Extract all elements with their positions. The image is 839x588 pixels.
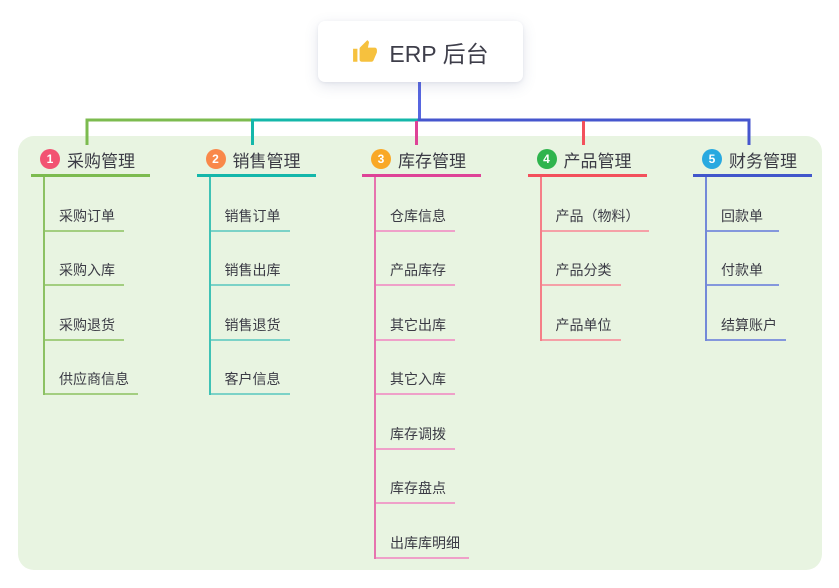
- branch-item[interactable]: 结算账户: [707, 286, 786, 341]
- branch-header[interactable]: 3 库存管理: [362, 144, 481, 177]
- branch-item[interactable]: 销售出库: [210, 232, 290, 286]
- branch-number-badge: 4: [536, 149, 557, 169]
- branch-item[interactable]: 其它出库: [376, 286, 455, 341]
- branch-item-label: 产品库存: [390, 262, 446, 279]
- branch-item[interactable]: 产品库存: [376, 232, 455, 286]
- branch-item[interactable]: 销售订单: [210, 177, 290, 232]
- branch-item-label: 供应商信息: [59, 371, 129, 388]
- branch-item[interactable]: 产品单位: [541, 286, 621, 341]
- root-node[interactable]: ERP 后台: [318, 21, 523, 82]
- branch-item[interactable]: 仓库信息: [376, 177, 455, 232]
- branch-label: 销售管理: [232, 151, 301, 171]
- branch-item-label: 其它出库: [390, 316, 446, 333]
- branch-item-list: 销售订单销售出库销售退货客户信息: [208, 177, 316, 395]
- branch-item-label: 库存盘点: [390, 480, 446, 497]
- branch-item[interactable]: 客户信息: [210, 341, 290, 395]
- branch-item-label: 产品单位: [555, 316, 612, 333]
- branch-item-label: 采购入库: [59, 262, 115, 279]
- branch-5: 5 财务管理回款单付款单结算账户: [693, 144, 812, 341]
- branch-item-label: 销售出库: [224, 262, 281, 279]
- branch-item-list: 采购订单采购入库采购退货供应商信息: [43, 177, 150, 395]
- branch-item-label: 出库库明细: [390, 534, 460, 551]
- branch-item[interactable]: 采购入库: [45, 232, 124, 286]
- branch-item[interactable]: 其它入库: [376, 341, 455, 395]
- branch-header[interactable]: 1 采购管理: [31, 144, 150, 177]
- branch-item[interactable]: 销售退货: [210, 286, 290, 341]
- branch-label: 产品管理: [563, 151, 632, 171]
- panel-background: [18, 136, 822, 570]
- branch-item-label: 产品分类: [555, 262, 612, 279]
- branch-item-label: 仓库信息: [390, 207, 446, 224]
- branch-header[interactable]: 5 财务管理: [693, 144, 812, 177]
- branch-3: 3 库存管理仓库信息产品库存其它出库其它入库库存调拨库存盘点出库库明细: [362, 144, 481, 559]
- thumbs-up-icon: [352, 39, 378, 65]
- branch-1: 1 采购管理采购订单采购入库采购退货供应商信息: [31, 144, 150, 395]
- branch-item-list: 仓库信息产品库存其它出库其它入库库存调拨库存盘点出库库明细: [374, 177, 481, 559]
- branch-item-label: 回款单: [721, 207, 763, 224]
- branch-item-label: 销售订单: [224, 207, 281, 224]
- branch-item-label: 结算账户: [721, 316, 777, 333]
- branch-header[interactable]: 4 产品管理: [527, 144, 647, 177]
- branch-label: 财务管理: [729, 151, 797, 171]
- branch-number-badge: 1: [40, 149, 60, 169]
- branch-label: 库存管理: [398, 151, 466, 171]
- branch-4: 4 产品管理产品（物料） 产品分类产品单位: [527, 144, 649, 341]
- branch-item-label: 产品（物料）: [555, 207, 640, 224]
- branch-label: 采购管理: [67, 151, 135, 171]
- branch-item-label: 其它入库: [390, 371, 446, 388]
- branch-item[interactable]: 采购退货: [45, 286, 124, 341]
- branch-item-label: 销售退货: [224, 316, 281, 333]
- branch-item-list: 产品（物料） 产品分类产品单位: [539, 177, 649, 341]
- branch-item[interactable]: 出库库明细: [376, 504, 469, 559]
- branch-item[interactable]: 产品分类: [541, 232, 621, 286]
- branch-item[interactable]: 回款单: [707, 177, 779, 232]
- branch-item[interactable]: 供应商信息: [45, 341, 138, 395]
- branch-2: 2 销售管理销售订单销售出库销售退货客户信息: [196, 144, 316, 395]
- branch-item[interactable]: 采购订单: [45, 177, 124, 232]
- branch-item[interactable]: 付款单: [707, 232, 779, 286]
- branch-item-label: 库存调拨: [390, 425, 446, 442]
- branch-item-label: 采购订单: [59, 207, 115, 224]
- branch-number-badge: 5: [702, 149, 722, 169]
- branch-item-label: 付款单: [721, 262, 763, 279]
- branch-item-label: 采购退货: [59, 316, 115, 333]
- branch-number-badge: 2: [205, 149, 226, 169]
- branch-item[interactable]: 库存盘点: [376, 450, 455, 504]
- root-label: ERP 后台: [389, 40, 489, 67]
- branch-item-list: 回款单付款单结算账户: [705, 177, 812, 341]
- branch-header[interactable]: 2 销售管理: [196, 144, 316, 177]
- branch-number-badge: 3: [371, 149, 391, 169]
- branch-item[interactable]: 库存调拨: [376, 395, 455, 450]
- branch-item[interactable]: 产品（物料）: [541, 177, 649, 232]
- branch-item-label: 客户信息: [224, 371, 281, 388]
